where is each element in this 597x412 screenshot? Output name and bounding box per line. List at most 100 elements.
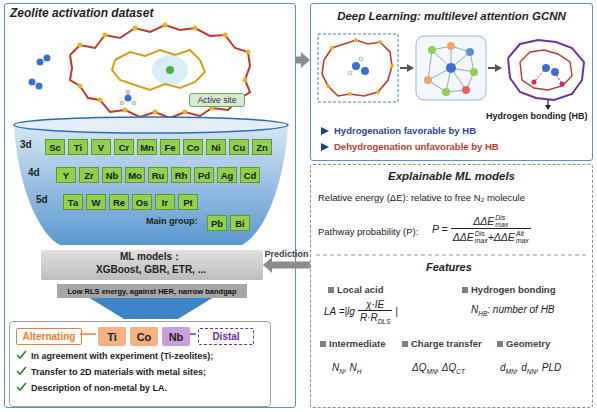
node-text: Cd bbox=[244, 170, 257, 181]
element-cell: Cr bbox=[114, 139, 134, 155]
node-text: Ru bbox=[152, 170, 165, 181]
arrow-head bbox=[301, 52, 310, 68]
node-text: Re bbox=[113, 197, 125, 208]
node-text: Deep Learning: multilevel attention GCNN bbox=[310, 10, 593, 22]
node-text: Y bbox=[63, 170, 69, 181]
label-text: Alt bbox=[516, 230, 529, 237]
text-run: Charge transfer bbox=[411, 338, 482, 349]
node-text: Zeolite activation dataset bbox=[10, 6, 153, 20]
label-text: Pathway probability (P): bbox=[318, 226, 418, 237]
denominator: R·RDLS bbox=[358, 310, 392, 323]
bullet-arrows bbox=[321, 127, 329, 151]
label-text: χ·IE bbox=[366, 299, 384, 310]
text-run: Local acid bbox=[337, 284, 383, 295]
element-cell: W bbox=[86, 194, 106, 210]
label-text: , d bbox=[516, 362, 527, 373]
text-run: Relative energy (ΔE): relative to free N… bbox=[318, 192, 525, 203]
label-text: ΔΔE bbox=[453, 231, 474, 243]
label-text: DLS bbox=[378, 318, 391, 325]
label-text: d bbox=[500, 362, 506, 373]
node-text: W bbox=[92, 197, 101, 208]
text-run: LA =|lgχ·IER·RDLS| bbox=[324, 299, 398, 323]
label-text: N bbox=[332, 362, 339, 373]
label-text: ΔQ bbox=[412, 362, 427, 373]
element-cell: Zr bbox=[79, 167, 99, 183]
node-text: Co bbox=[187, 142, 200, 153]
text-run: 4d bbox=[28, 167, 40, 178]
element-cell: Nb bbox=[102, 167, 122, 183]
node-text: Os bbox=[136, 197, 149, 208]
node-text: Ti bbox=[107, 331, 117, 343]
node-text: Pt bbox=[183, 197, 193, 208]
label-text: max bbox=[495, 221, 508, 228]
fraction: χ·IER·RDLS bbox=[358, 299, 392, 323]
label-text: ΔΔE bbox=[494, 231, 515, 243]
label-text: , ΔQ bbox=[437, 362, 457, 373]
text-run: 5d bbox=[36, 194, 48, 205]
label-text: + bbox=[488, 231, 494, 243]
arrow-head bbox=[263, 257, 272, 273]
element-cell: Y bbox=[56, 167, 76, 183]
element-cell: Ta bbox=[63, 194, 83, 210]
node-text: Alternating bbox=[23, 331, 76, 342]
dataset-panel: Zeolite activation datasetActive siteScT… bbox=[4, 3, 296, 408]
element-cell: Mo bbox=[125, 167, 145, 183]
node-text: Cu bbox=[233, 142, 246, 153]
label-text: Dis bbox=[475, 230, 488, 237]
element-cell: Bi bbox=[230, 215, 250, 231]
node-text: Ti bbox=[74, 142, 82, 153]
element-cell: Ag bbox=[217, 167, 237, 183]
label-text: | bbox=[395, 306, 398, 317]
label-text: Features bbox=[426, 261, 472, 273]
node-text: Active site bbox=[198, 95, 237, 105]
flow-arrow bbox=[296, 52, 310, 68]
label-text: Hydrogen bonding (HB) bbox=[486, 111, 587, 121]
ml-models-band: ML models：XGBoost, GBR, ETR, ... bbox=[41, 250, 263, 280]
node-text: Co bbox=[137, 331, 152, 343]
label-text: 3d bbox=[20, 139, 32, 150]
text-run: ΔQMN, ΔQCT bbox=[412, 362, 465, 373]
script-stack: Dismax bbox=[495, 214, 508, 228]
label-text: R·R bbox=[360, 312, 378, 323]
label-text: Intermediate bbox=[329, 338, 386, 349]
element-cell: Pb bbox=[207, 215, 227, 231]
node-text: Mo bbox=[128, 170, 142, 181]
node-text: Sc bbox=[49, 142, 61, 153]
node-text: Description of non-metal by LA. bbox=[31, 383, 167, 393]
node-text: Bi bbox=[235, 218, 245, 229]
label-text: LA = bbox=[324, 306, 344, 317]
check-marks bbox=[17, 351, 26, 390]
text-run: dMN, dNN, PLD bbox=[500, 362, 561, 373]
zeolite-framework bbox=[29, 23, 251, 119]
node-text: Fe bbox=[164, 142, 175, 153]
node-text: Dehydrogenation unfavorable by HB bbox=[334, 141, 499, 152]
label-text: Local acid bbox=[337, 284, 383, 295]
script-stack: Altmax bbox=[516, 230, 529, 244]
element-cell: Co bbox=[183, 139, 203, 155]
element-cell: Zn bbox=[252, 139, 272, 155]
text-run: Geometry bbox=[506, 338, 550, 349]
node-text: Cr bbox=[119, 142, 130, 153]
node-text: XGBoost, GBR, ETR, ... bbox=[40, 264, 262, 275]
node-text: Ag bbox=[221, 170, 234, 181]
metal-box: Ti bbox=[98, 327, 126, 346]
separator-line bbox=[316, 255, 587, 256]
label-text: P = bbox=[432, 223, 448, 235]
text-run: NN, NH bbox=[332, 362, 361, 373]
element-cell: Rh bbox=[171, 167, 191, 183]
label-text: , PLD bbox=[536, 362, 561, 373]
text-run: Hydrogen bonding bbox=[471, 284, 555, 295]
node-text: In agreement with experiment (Ti-zeolite… bbox=[31, 351, 213, 361]
label-text: : number of HB bbox=[487, 304, 554, 315]
node-text: V bbox=[98, 142, 104, 153]
pathway-box: Alternating bbox=[16, 328, 82, 345]
element-cell: Ru bbox=[148, 167, 168, 183]
text-run: NHB: number of HB bbox=[471, 304, 555, 315]
label-text: MN bbox=[506, 368, 516, 375]
element-cell: Os bbox=[132, 194, 152, 210]
element-cell: Ti bbox=[68, 139, 88, 155]
node-text: Explainable ML models bbox=[310, 170, 593, 182]
node-text: Zn bbox=[256, 142, 268, 153]
numerator: ΔΔEDismax bbox=[471, 214, 510, 228]
